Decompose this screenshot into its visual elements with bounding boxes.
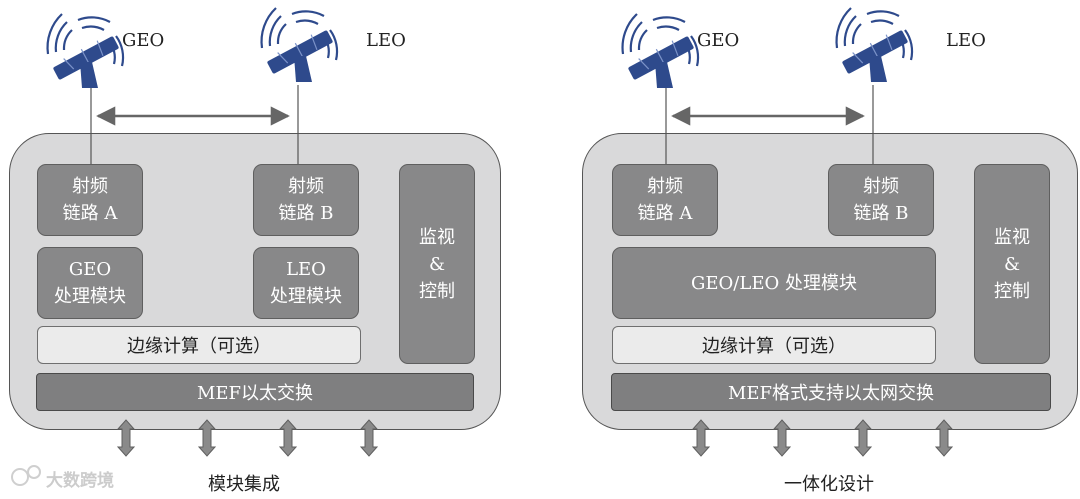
left-geo-processing-module: GEO 处理模块 bbox=[37, 247, 143, 319]
right-mef-switch: MEF格式支持以太网交换 bbox=[611, 373, 1051, 411]
right-port-arrow-3 bbox=[853, 419, 873, 457]
right-geo-leo-processing-module: GEO/LEO 处理模块 bbox=[612, 247, 936, 319]
right-geo-label: GEO bbox=[697, 30, 740, 51]
right-geo-satellite-icon bbox=[621, 12, 700, 90]
watermark-logo-icon bbox=[11, 465, 41, 486]
left-port-arrow-2 bbox=[197, 419, 217, 457]
left-caption: 模块集成 bbox=[208, 474, 280, 495]
right-port-arrow-1 bbox=[691, 419, 711, 457]
left-edge-computing: 边缘计算（可选） bbox=[37, 326, 361, 364]
left-leo-label: LEO bbox=[366, 30, 406, 51]
left-rf-link-b: 射频 链路 B bbox=[253, 164, 359, 236]
right-monitor-control: 监视 & 控制 bbox=[974, 164, 1050, 364]
right-rf-link-b: 射频 链路 B bbox=[828, 164, 934, 236]
left-mef-switch: MEF以太交换 bbox=[36, 373, 474, 411]
right-port-arrow-2 bbox=[772, 419, 792, 457]
left-monitor-control: 监视 & 控制 bbox=[399, 164, 475, 364]
watermark: 大数跨境 bbox=[46, 471, 114, 491]
left-leo-satellite-icon bbox=[260, 6, 339, 84]
right-leo-satellite-icon bbox=[835, 6, 914, 84]
left-leo-processing-module: LEO 处理模块 bbox=[253, 247, 359, 319]
left-port-arrow-3 bbox=[278, 419, 298, 457]
right-caption: 一体化设计 bbox=[784, 474, 874, 495]
right-edge-computing: 边缘计算（可选） bbox=[612, 326, 936, 364]
right-leo-label: LEO bbox=[946, 30, 986, 51]
right-rf-link-a: 射频 链路 A bbox=[612, 164, 718, 236]
left-geo-satellite-icon bbox=[46, 12, 125, 90]
left-geo-label: GEO bbox=[122, 30, 165, 51]
right-port-arrow-4 bbox=[934, 419, 954, 457]
left-rf-link-a: 射频 链路 A bbox=[37, 164, 143, 236]
left-port-arrow-1 bbox=[116, 419, 136, 457]
left-port-arrow-4 bbox=[359, 419, 379, 457]
